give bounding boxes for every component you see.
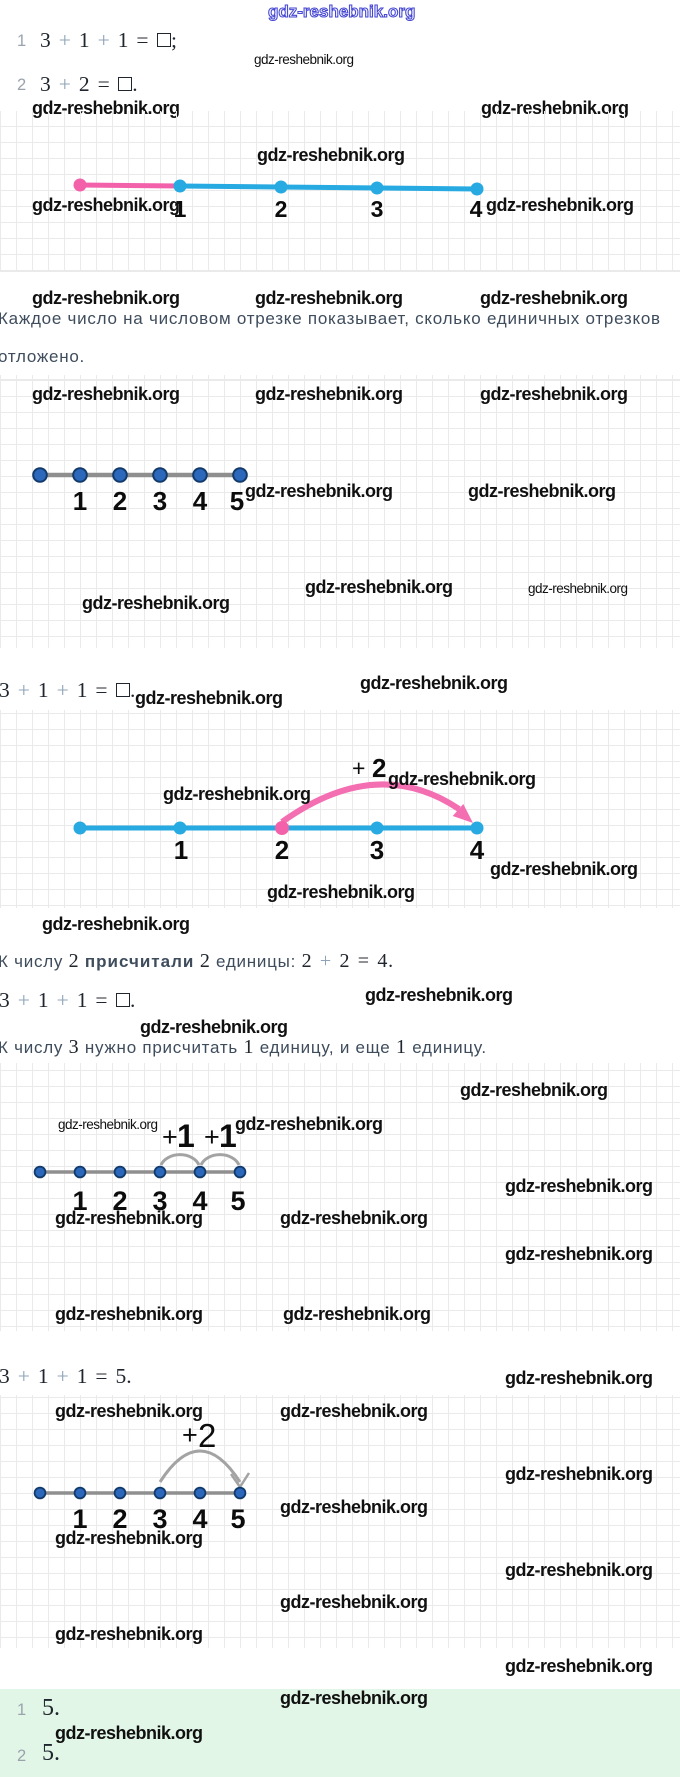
svg-text:3: 3	[371, 196, 384, 222]
svg-text:2: 2	[372, 753, 386, 783]
svg-text:1: 1	[72, 1186, 87, 1216]
svg-text:1: 1	[219, 1118, 237, 1154]
svg-text:+: +	[352, 755, 365, 781]
svg-text:2: 2	[198, 1417, 216, 1454]
svg-text:4: 4	[470, 196, 483, 222]
svg-text:1: 1	[73, 486, 87, 516]
svg-text:3: 3	[370, 835, 384, 865]
svg-text:1: 1	[177, 1118, 195, 1154]
svg-text:2: 2	[275, 835, 289, 865]
svg-text:5: 5	[230, 1186, 245, 1216]
svg-text:3: 3	[152, 1186, 167, 1216]
svg-text:2: 2	[113, 486, 127, 516]
svg-text:1: 1	[174, 196, 187, 222]
svg-text:+: +	[204, 1122, 220, 1152]
svg-text:1: 1	[72, 1504, 87, 1534]
svg-text:5: 5	[230, 1504, 245, 1534]
svg-text:4: 4	[192, 1186, 207, 1216]
svg-text:4: 4	[193, 486, 208, 516]
svg-text:+: +	[162, 1122, 178, 1152]
svg-text:2: 2	[275, 196, 288, 222]
svg-text:4: 4	[192, 1504, 207, 1534]
svg-text:4: 4	[470, 835, 485, 865]
svg-text:+: +	[182, 1420, 198, 1450]
svg-text:2: 2	[112, 1186, 127, 1216]
svg-text:1: 1	[174, 835, 188, 865]
svg-text:5: 5	[230, 486, 244, 516]
svg-text:2: 2	[112, 1504, 127, 1534]
svg-text:3: 3	[152, 1504, 167, 1534]
svg-text:3: 3	[153, 486, 167, 516]
